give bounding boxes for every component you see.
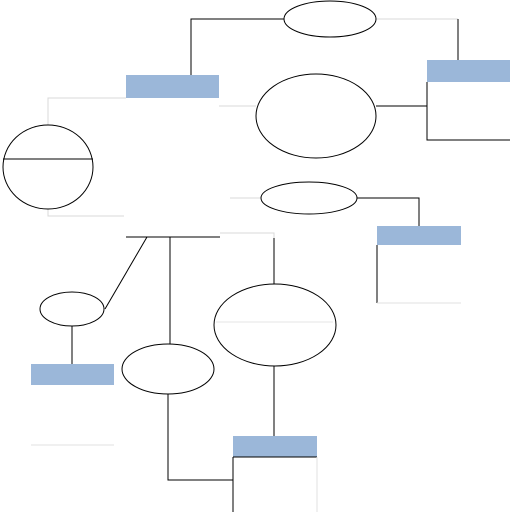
ellipse-top[interactable] bbox=[283, 0, 377, 38]
entity-top-right[interactable] bbox=[426, 60, 510, 141]
ellipse-large-upper[interactable] bbox=[255, 73, 377, 159]
connector-hub-to-lower-ellipse-faint bbox=[220, 232, 275, 238]
entity-top-middle[interactable] bbox=[126, 75, 219, 98]
connector-top-entity-to-left-faint bbox=[47, 97, 126, 126]
ellipse-middle[interactable] bbox=[260, 181, 358, 215]
entity-bottom-center[interactable] bbox=[232, 436, 318, 512]
connector-hub-to-small-ellipse bbox=[104, 236, 148, 310]
connector-circle-bottom-faint bbox=[47, 209, 124, 217]
ellipse-bottom-middle[interactable] bbox=[121, 343, 215, 395]
connector-top-entity-to-top-ellipse bbox=[190, 18, 284, 75]
ellipse-small-left[interactable] bbox=[39, 291, 105, 327]
connectors bbox=[47, 18, 459, 481]
circle-left[interactable] bbox=[2, 124, 94, 210]
connector-bottom-ellipse-to-bottom-entity bbox=[167, 394, 233, 481]
entity-bottom-left[interactable] bbox=[31, 364, 114, 446]
connector-middle-ellipse-to-right-entity bbox=[357, 197, 420, 226]
ellipse-large-lower[interactable] bbox=[213, 283, 337, 367]
entity-middle-right[interactable] bbox=[376, 226, 461, 304]
